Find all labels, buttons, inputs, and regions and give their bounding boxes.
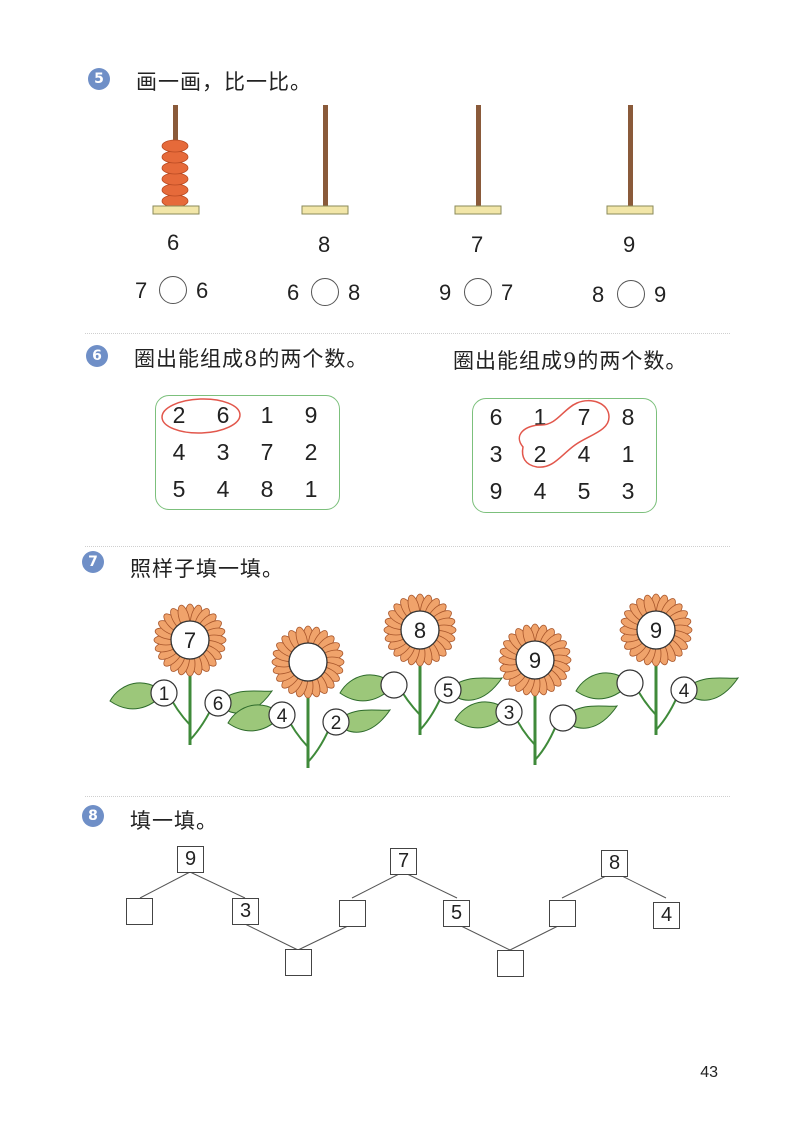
grid-8-cell[interactable]: 4	[216, 476, 230, 502]
abacus-2[interactable]	[297, 100, 357, 220]
grid-9-cell[interactable]: 3	[489, 441, 503, 467]
grid-9-cell[interactable]: 5	[577, 478, 591, 504]
grid-8-cell[interactable]: 1	[260, 402, 274, 428]
section8-badge: 8	[82, 805, 104, 827]
comparison-left: 9	[439, 280, 452, 305]
grid-9-cell[interactable]: 4	[577, 441, 591, 467]
comparison-left: 7	[135, 278, 148, 303]
tree-answer-box-left-1[interactable]	[126, 898, 153, 925]
divider	[85, 333, 730, 334]
grid-8-cell[interactable]: 9	[304, 402, 318, 428]
number-grid-8	[155, 395, 340, 510]
grid-9-cell[interactable]: 2	[533, 441, 547, 467]
section7-title: 照样子填一填。	[130, 557, 284, 581]
grid-9-cell[interactable]: 4	[533, 478, 547, 504]
section6-right-title: 圈出能组成9的两个数。	[453, 349, 688, 373]
grid-9-cell[interactable]: 6	[489, 404, 503, 430]
grid-8-cell[interactable]: 4	[172, 439, 186, 465]
page-number: 43	[700, 1064, 718, 1081]
tree-top-box-2: 7	[390, 848, 417, 875]
section5-badge: 5	[88, 68, 110, 90]
grid-8-cell[interactable]: 2	[304, 439, 318, 465]
abacus-4[interactable]	[602, 100, 662, 220]
comparison-answer-circle[interactable]	[159, 276, 187, 304]
section7-badge: 7	[82, 551, 104, 573]
grid-9-cell[interactable]: 7	[577, 404, 591, 430]
comparison-left: 8	[592, 282, 605, 307]
example-circled-pair-9	[518, 399, 610, 468]
grid-8-cell[interactable]: 1	[304, 476, 318, 502]
grid-9-cell[interactable]: 1	[533, 404, 547, 430]
section6-left-title: 圈出能组成8的两个数。	[134, 347, 369, 371]
abacus-base	[301, 205, 349, 215]
abacus-3[interactable]	[450, 100, 510, 220]
section5-title: 画一画，比一比。	[136, 70, 312, 94]
abacus-1[interactable]	[145, 100, 205, 220]
grid-9-cell[interactable]: 3	[621, 478, 635, 504]
abacus-number-4: 9	[623, 232, 636, 257]
comparison-right: 7	[501, 280, 514, 305]
tree-answer-box-bottom-2[interactable]	[497, 950, 524, 977]
divider	[85, 546, 730, 547]
grid-9-cell[interactable]: 8	[621, 404, 635, 430]
tree-top-box-1: 9	[177, 846, 204, 873]
abacus-bead	[161, 139, 189, 153]
abacus-base	[152, 205, 200, 215]
comparison-answer-circle[interactable]	[464, 278, 492, 306]
section8-title: 填一填。	[130, 809, 218, 833]
abacus-rod	[476, 105, 481, 208]
tree-top-box-3: 8	[601, 850, 628, 877]
tree-given-box-right-3: 4	[653, 902, 680, 929]
comparison-right: 6	[196, 278, 209, 303]
comparison-answer-circle[interactable]	[617, 280, 645, 308]
grid-8-cell[interactable]: 2	[172, 402, 186, 428]
comparison-answer-circle[interactable]	[311, 278, 339, 306]
grid-8-cell[interactable]: 3	[216, 439, 230, 465]
tree-given-box-right-1: 3	[232, 898, 259, 925]
section6-badge: 6	[86, 345, 108, 367]
grid-9-cell[interactable]: 9	[489, 478, 503, 504]
abacus-base	[454, 205, 502, 215]
abacus-rod	[323, 105, 328, 208]
comparison-right: 8	[348, 280, 361, 305]
grid-8-cell[interactable]: 7	[260, 439, 274, 465]
abacus-base	[606, 205, 654, 215]
abacus-number-1: 6	[167, 230, 180, 255]
example-circled-pair-8	[161, 398, 241, 434]
abacus-number-3: 7	[471, 232, 484, 257]
abacus-rod	[628, 105, 633, 208]
comparison-left: 6	[287, 280, 300, 305]
tree-answer-box-bottom-1[interactable]	[285, 949, 312, 976]
divider	[85, 796, 730, 797]
abacus-beads	[161, 139, 189, 208]
abacus-number-2: 8	[318, 232, 331, 257]
grid-8-cell[interactable]: 6	[216, 402, 230, 428]
tree-answer-box-left-2[interactable]	[339, 900, 366, 927]
comparison-right: 9	[654, 282, 667, 307]
grid-8-cell[interactable]: 8	[260, 476, 274, 502]
grid-8-cell[interactable]: 5	[172, 476, 186, 502]
number-grid-9	[472, 398, 657, 513]
tree-answer-box-left-3[interactable]	[549, 900, 576, 927]
grid-9-cell[interactable]: 1	[621, 441, 635, 467]
tree-given-box-right-2: 5	[443, 900, 470, 927]
